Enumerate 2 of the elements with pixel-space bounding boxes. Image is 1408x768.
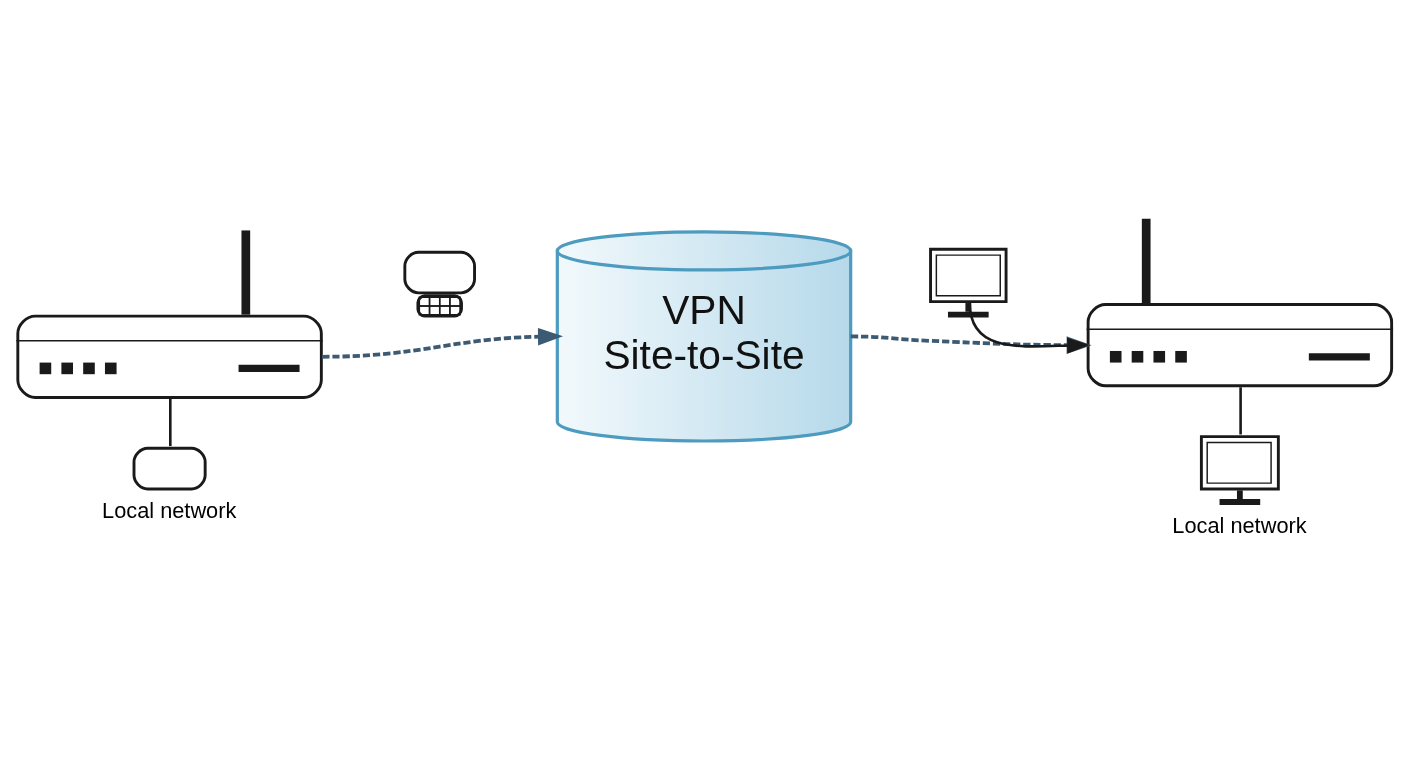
node-label: Local network bbox=[102, 497, 237, 523]
node-label: Local network bbox=[1172, 512, 1307, 538]
